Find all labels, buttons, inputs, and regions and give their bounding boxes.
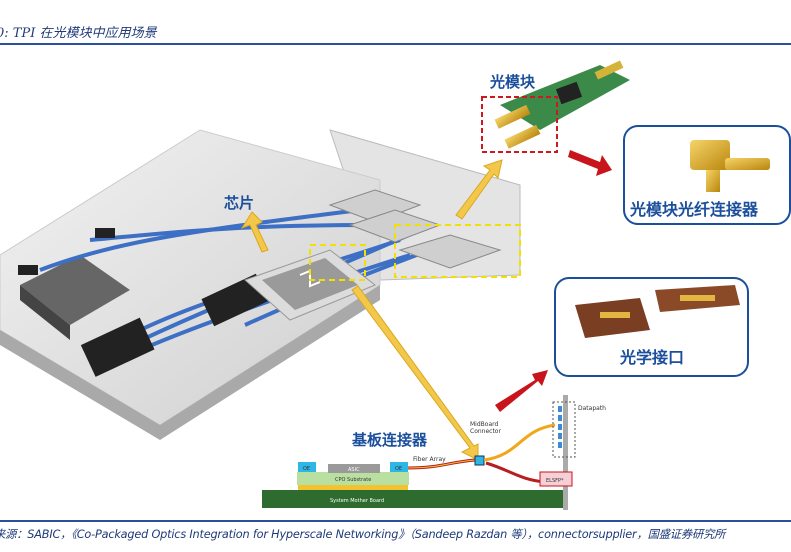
title-divider <box>0 43 791 45</box>
red-arrows <box>495 150 612 412</box>
label-optical-interface: 光学接口 <box>619 348 684 367</box>
svg-text:Connector: Connector <box>470 428 501 435</box>
label-chip: 芯片 <box>224 194 254 212</box>
label-substrate-connector: 基板连接器 <box>351 431 428 449</box>
svg-text:MidBoard: MidBoard <box>470 421 498 428</box>
svg-text:System Mother Board: System Mother Board <box>330 498 384 504</box>
elsfp <box>539 471 573 487</box>
label-optical-fiber-connector: 光模块光纤连接器 <box>629 200 759 219</box>
oe-left <box>298 462 316 472</box>
oe-right <box>390 462 408 472</box>
midboard-connector <box>474 455 485 466</box>
svg-text:ELSFP*: ELSFP* <box>546 478 564 484</box>
system-mother-board <box>262 490 568 508</box>
figure-title: 0: TPI 在光模块中应用场景 <box>0 26 157 41</box>
svg-text:OE: OE <box>395 466 402 472</box>
source-note: 来源：SABIC，《Co-Packaged Optics Integration… <box>0 528 726 541</box>
source-divider <box>0 520 791 522</box>
highlight-box-optical-modules <box>394 224 521 278</box>
svg-text:Datapath: Datapath <box>578 405 606 412</box>
svg-text:Fiber Array: Fiber Array <box>413 456 446 463</box>
figure-illustration: 光模块 芯片 光模块光纤连接器 光学接口 基板连接器 System Mother… <box>0 60 791 510</box>
chip-package <box>244 249 376 321</box>
svg-text:OE: OE <box>303 466 310 472</box>
callout-optical-interface: 光学接口 <box>554 277 749 377</box>
yellow-arrows <box>240 159 503 461</box>
callout-optical-fiber-connector: 光模块光纤连接器 <box>623 125 791 225</box>
highlight-box-module-connector <box>481 96 558 153</box>
asic <box>328 464 380 473</box>
svg-text:ASIC: ASIC <box>348 467 360 473</box>
svg-text:CPO Substrate: CPO Substrate <box>335 477 371 483</box>
datapath-box <box>552 401 576 458</box>
connectors <box>18 228 269 377</box>
cpo-diagram: 基板连接器 System Mother Board CPO Substrate … <box>262 395 606 510</box>
label-optical-module: 光模块 <box>489 73 536 91</box>
highlight-box-chip-connector <box>309 244 366 281</box>
optical-modules-cage <box>328 189 502 269</box>
cpo-substrate <box>297 472 409 485</box>
heatsink <box>20 255 130 340</box>
optical-module-photo <box>481 60 630 153</box>
